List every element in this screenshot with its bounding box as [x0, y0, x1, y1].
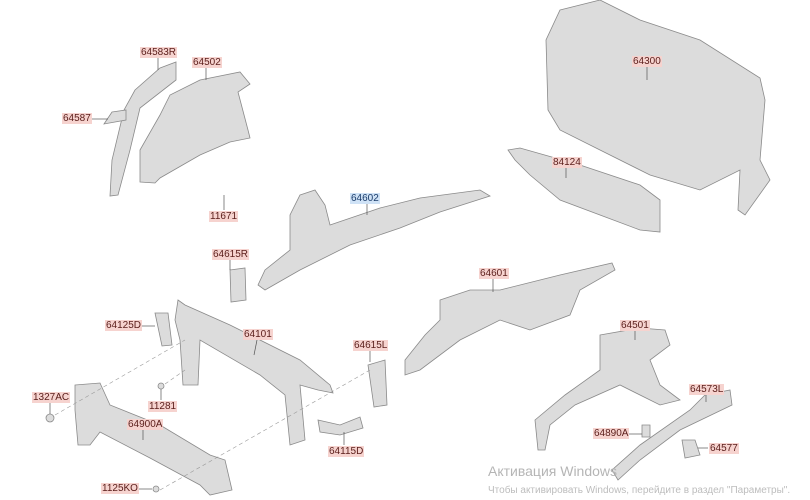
part-label-1125KO[interactable]: 1125KO	[101, 483, 139, 494]
part-label-64573L[interactable]: 64573L	[689, 384, 725, 395]
part-label-64583R[interactable]: 64583R	[140, 47, 178, 58]
part-label-1327AC[interactable]: 1327AC	[32, 392, 71, 403]
part-label-64615L[interactable]: 64615L	[353, 340, 389, 351]
part-label-64900A[interactable]: 64900A	[127, 419, 164, 430]
part-label-64300[interactable]: 64300	[632, 56, 662, 67]
part-1125KO	[152, 485, 160, 493]
part-label-11281[interactable]: 11281	[148, 401, 178, 412]
part-label-64890A[interactable]: 64890A	[593, 428, 630, 439]
part-11281	[157, 382, 165, 390]
part-64300	[545, 0, 771, 216]
part-64601	[404, 262, 616, 376]
part-64900A	[74, 382, 233, 496]
windows-activation-watermark-title: Активация Windows	[488, 463, 618, 479]
part-64587	[103, 109, 127, 125]
part-label-64501[interactable]: 64501	[620, 320, 650, 331]
part-label-64101[interactable]: 64101	[243, 329, 273, 340]
part-label-11671[interactable]: 11671	[209, 211, 239, 222]
part-64602	[257, 189, 491, 291]
part-64583R	[109, 61, 177, 197]
part-64115D	[317, 416, 364, 436]
part-64573L	[611, 389, 733, 481]
part-label-64125D[interactable]: 64125D	[105, 320, 143, 331]
part-label-64602[interactable]: 64602	[350, 193, 380, 204]
part-1327AC	[45, 413, 55, 423]
part-64125D	[154, 312, 173, 347]
part-label-84124[interactable]: 84124	[552, 157, 582, 168]
part-label-64601[interactable]: 64601	[479, 268, 509, 279]
windows-activation-watermark-subtitle: Чтобы активировать Windows, перейдите в …	[488, 485, 791, 496]
part-64615R	[229, 267, 247, 303]
part-label-64587[interactable]: 64587	[62, 113, 92, 124]
part-64502	[139, 71, 251, 184]
part-label-64502[interactable]: 64502	[192, 57, 222, 68]
part-64101	[174, 299, 334, 446]
part-64890A	[641, 424, 651, 438]
part-label-64615R[interactable]: 64615R	[212, 249, 250, 260]
part-label-64115D[interactable]: 64115D	[328, 446, 365, 457]
part-64615L	[367, 359, 388, 408]
part-64577	[681, 439, 701, 459]
part-label-64577[interactable]: 64577	[709, 443, 739, 454]
part-64501	[534, 327, 681, 451]
